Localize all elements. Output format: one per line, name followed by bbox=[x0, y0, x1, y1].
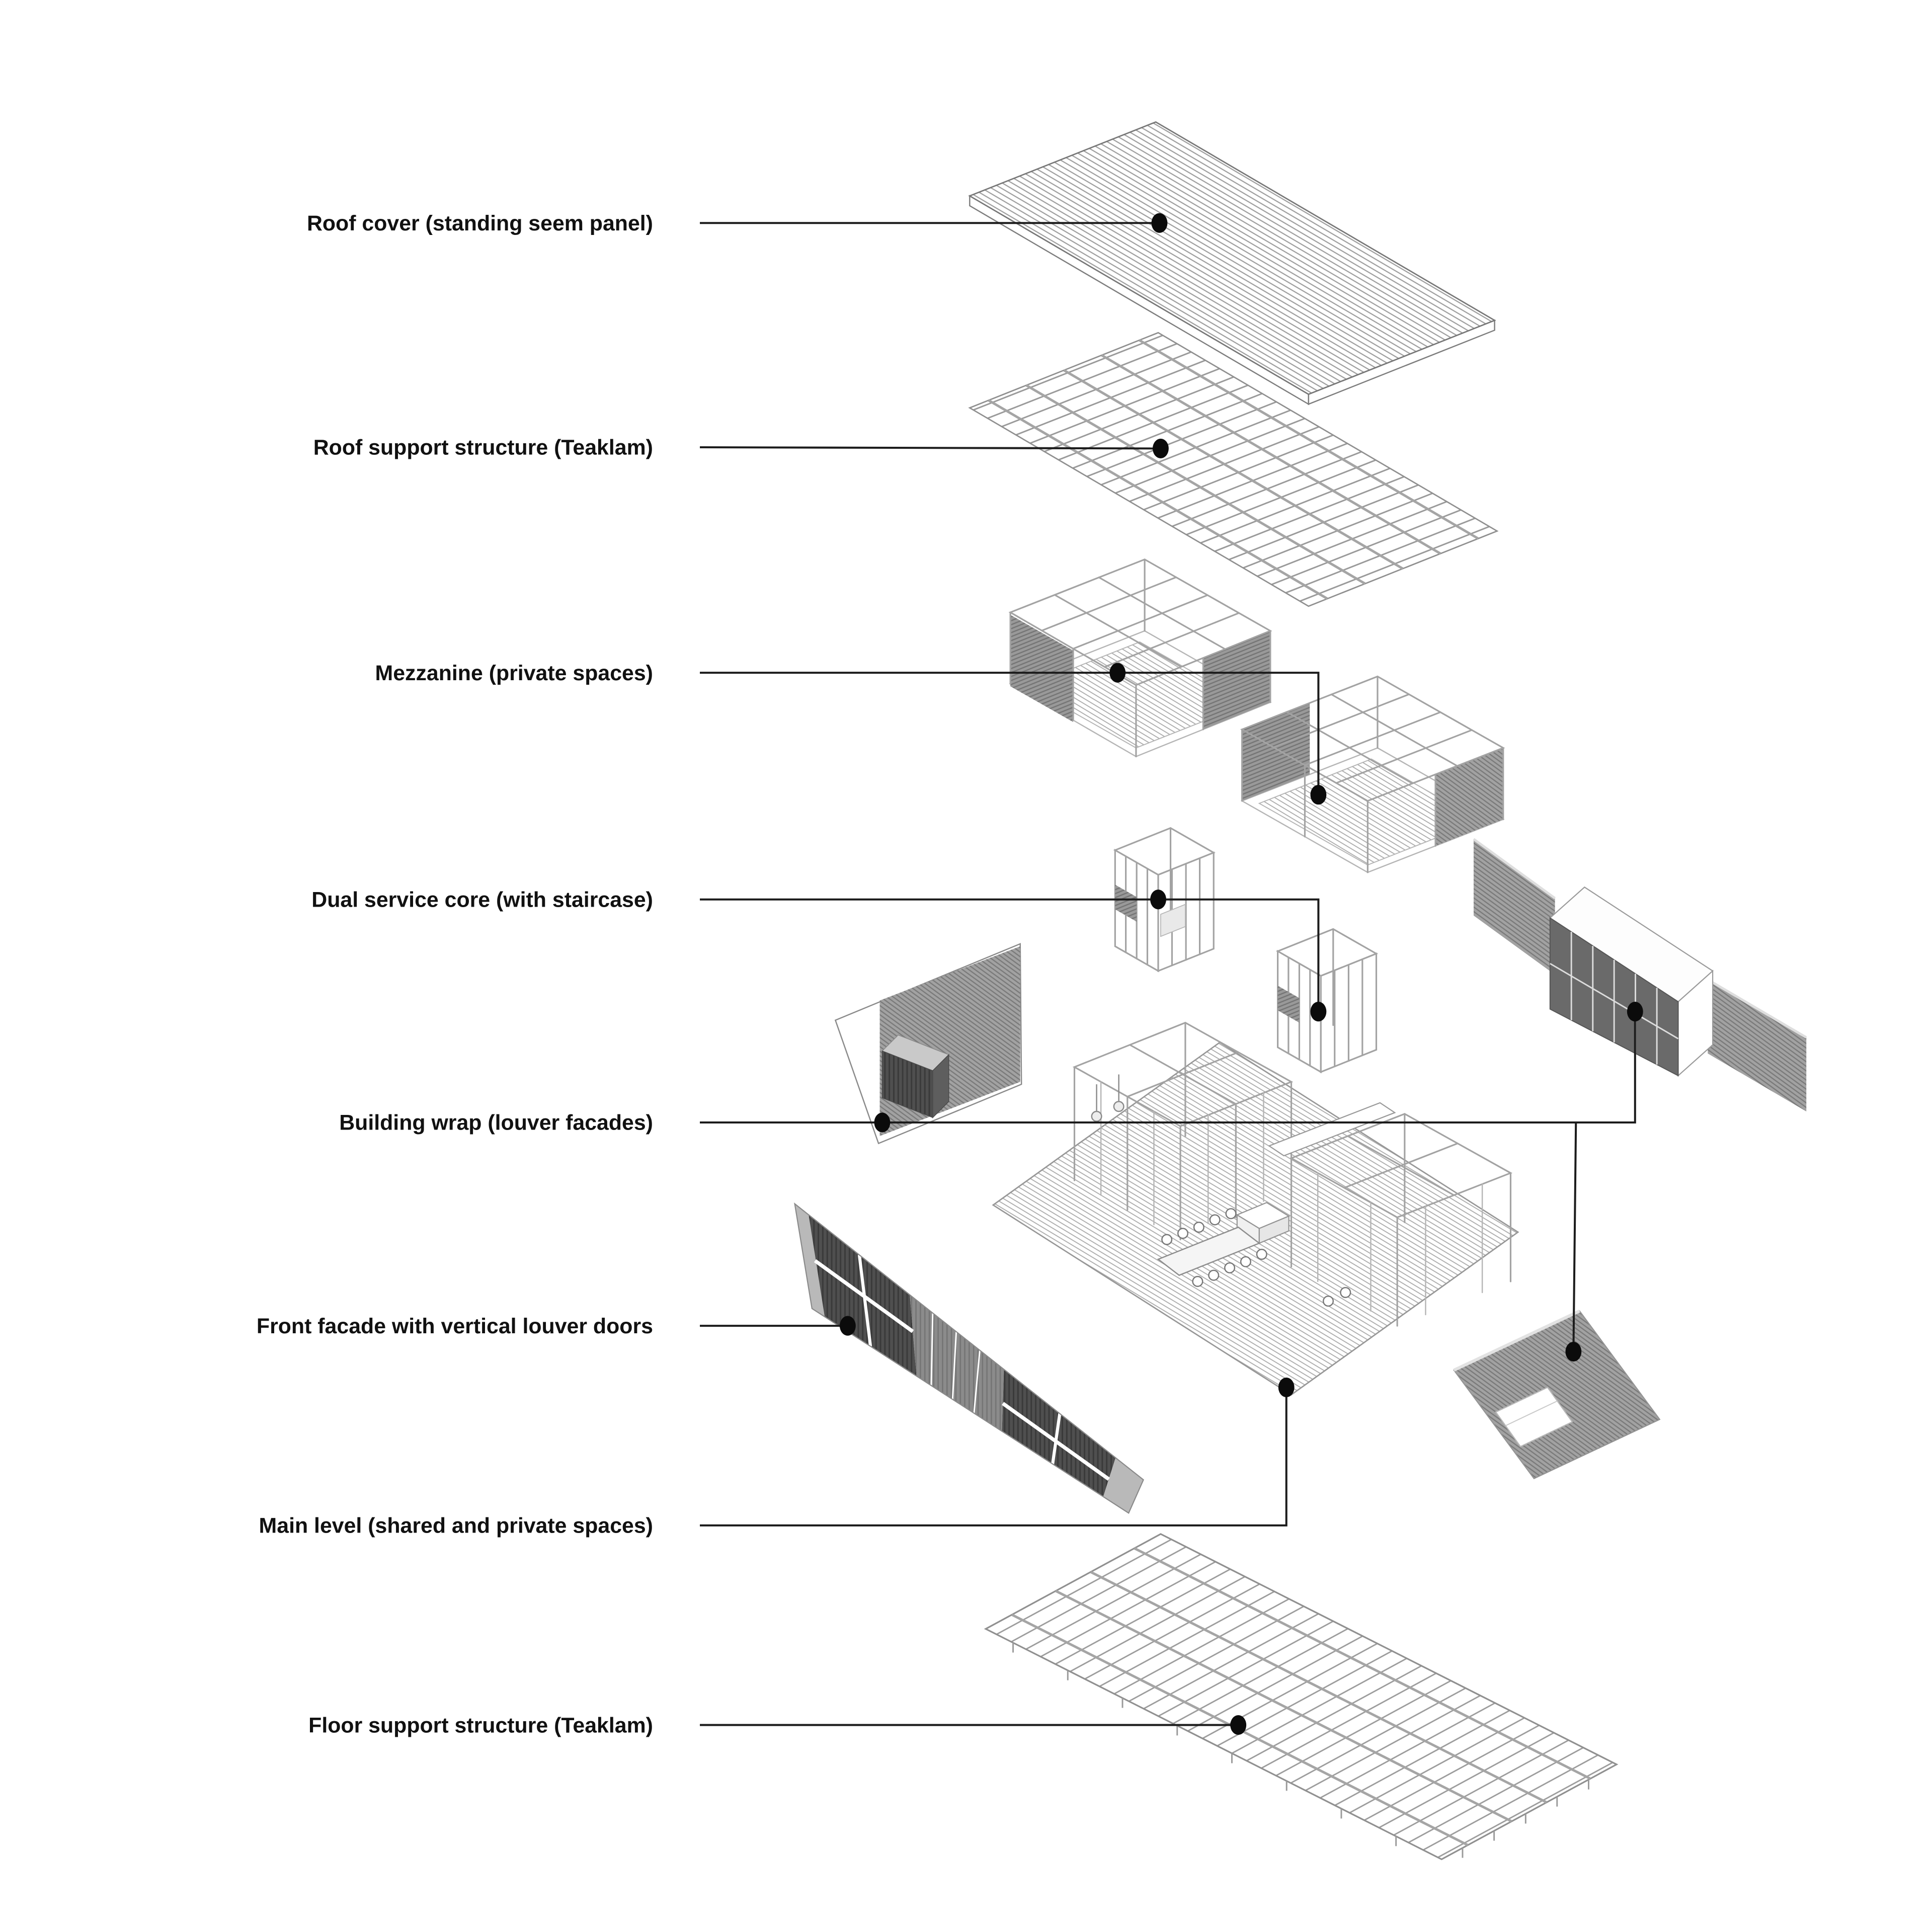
label-mezzanine: Mezzanine (private spaces) bbox=[375, 661, 653, 685]
callout-dot-floor-support bbox=[1230, 1715, 1247, 1735]
callout-dot-main-level bbox=[1278, 1377, 1295, 1398]
mezzanine-box-west bbox=[1008, 558, 1272, 758]
callout-dot-front-facade bbox=[839, 1316, 856, 1336]
callout-dot-core-2 bbox=[1310, 1002, 1327, 1022]
callout-dot-wrap-small bbox=[1565, 1341, 1582, 1362]
dining-table bbox=[1157, 1208, 1267, 1287]
label-main-level: Main level (shared and private spaces) bbox=[259, 1514, 653, 1538]
leader-building-wrap bbox=[700, 1011, 1636, 1124]
callout-dot-wrap-right bbox=[1627, 1002, 1643, 1022]
label-roof-support: Roof support structure (Teaklam) bbox=[313, 436, 653, 460]
kitchen-counter bbox=[1268, 1102, 1396, 1157]
floor-support-feet bbox=[1012, 1642, 1589, 1858]
callout-dot-wrap-left bbox=[874, 1112, 891, 1133]
leader-main-level bbox=[700, 1387, 1287, 1526]
mezzanine-box-east bbox=[1240, 675, 1505, 873]
service-core-tower-2 bbox=[1275, 928, 1379, 1074]
leader-dual-service-core bbox=[700, 898, 1320, 1012]
callout-dot-mezzanine-1 bbox=[1109, 663, 1126, 683]
stools bbox=[1322, 1286, 1351, 1307]
leader-building-wrap-branch bbox=[1572, 1122, 1577, 1352]
leader-mezzanine bbox=[700, 672, 1320, 795]
label-dual-service-core: Dual service core (with staircase) bbox=[311, 888, 653, 912]
service-core-tower-1 bbox=[1113, 827, 1216, 973]
roof-support-structure bbox=[968, 332, 1499, 607]
labels: Roof cover (standing seem panel) Roof su… bbox=[257, 211, 653, 1737]
front-facade-wall bbox=[794, 1202, 1145, 1514]
roof-cover-panel bbox=[968, 121, 1496, 406]
callout-dot-roof-support bbox=[1153, 438, 1169, 459]
callout-dots bbox=[839, 213, 1643, 1735]
leader-lines bbox=[700, 222, 1636, 1726]
leader-roof-support bbox=[700, 446, 1161, 450]
callout-dot-mezzanine-2 bbox=[1310, 785, 1327, 805]
callout-dot-core-1 bbox=[1150, 890, 1166, 910]
label-building-wrap: Building wrap (louver facades) bbox=[339, 1111, 653, 1135]
building-wrap-right bbox=[1473, 838, 1807, 1111]
building-wrap-left bbox=[834, 943, 1022, 1145]
main-level-room-east bbox=[1289, 1113, 1513, 1327]
label-roof-cover: Roof cover (standing seem panel) bbox=[307, 211, 653, 235]
pendant-lamps bbox=[1091, 1074, 1124, 1122]
label-front-facade: Front facade with vertical louver doors bbox=[257, 1314, 653, 1338]
building-wrap-small-panel bbox=[1453, 1309, 1661, 1480]
label-floor-support: Floor support structure (Teaklam) bbox=[308, 1713, 653, 1737]
kitchen-island bbox=[1236, 1201, 1291, 1244]
callout-dot-roof-cover bbox=[1151, 213, 1168, 233]
